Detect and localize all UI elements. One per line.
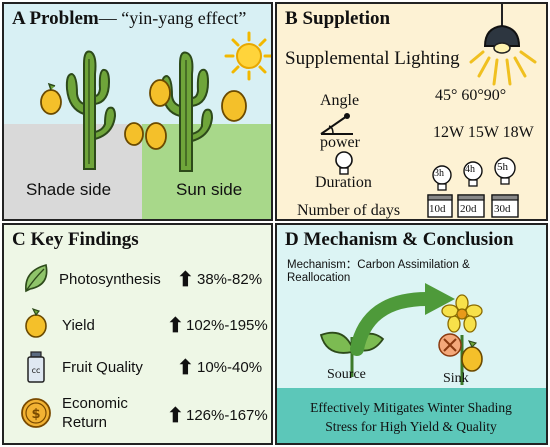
duration-bulb-icon (494, 157, 516, 185)
economic-label: Economic (62, 395, 128, 412)
shade-side-label: Shade side (26, 180, 112, 199)
supplemental-lighting-heading: Supplemental Lighting (285, 48, 460, 69)
calendar-icon (427, 194, 453, 218)
duration-5h: 5h (497, 161, 508, 173)
photosynthesis-label: Photosynthesis (59, 271, 161, 288)
panel-c: C Key Findings Photosynthesis ⬆ 38%-82% … (2, 223, 273, 445)
shade-ground (4, 124, 142, 219)
coin-symbol: $ (31, 407, 40, 422)
angle-values: 45° 60°90° (435, 87, 507, 104)
fruit-quality-value: 10%-40% (197, 359, 263, 376)
mechanism-line-1: Mechanism：Carbon Assimilation & (287, 259, 470, 271)
sun-cactus-icon (124, 51, 247, 172)
transport-arrow-icon (350, 283, 455, 356)
flower-fruit-icon (438, 294, 483, 385)
panel-a-title: A Problem— “yin-yang effect” (12, 8, 247, 29)
fruit-quality-label: Fruit Quality (62, 359, 143, 376)
sun-icon (224, 31, 271, 81)
angle-label: Angle (320, 92, 360, 109)
power-label: power (320, 134, 360, 151)
increase-arrow-icon: ⬆ (167, 315, 184, 337)
power-values: 12W 15W 18W (433, 124, 534, 141)
shade-cactus-icon (40, 50, 117, 170)
days-30d: 30d (494, 203, 511, 215)
duration-4h: 4h (465, 164, 475, 175)
yield-value: 102%-195% (186, 317, 268, 334)
panel-d-title: D Mechanism & Conclusion (285, 229, 514, 250)
lamp-icon (469, 4, 537, 86)
leaf-icon (25, 264, 48, 293)
duration-label: Duration (315, 174, 372, 191)
calendar-icon (457, 194, 485, 218)
bottle-icon: cc (27, 351, 45, 383)
mechanism-line-2: Reallocation (287, 272, 351, 284)
bottle-label: cc (32, 366, 41, 375)
sink-label: Sink (443, 371, 469, 386)
panel-d: D Mechanism & Conclusion Mechanism：Carbo… (275, 223, 548, 445)
fruit-icon (25, 307, 47, 338)
panel-b: B Suppletion Supplemental Lighting Angle… (275, 2, 548, 221)
conclusion-line-1: Effectively Mitigates Winter Shading (310, 400, 512, 415)
angle-icon (320, 113, 353, 135)
source-label: Source (327, 367, 366, 382)
increase-arrow-icon: ⬆ (177, 357, 194, 379)
days-20d: 20d (460, 203, 477, 215)
conclusion-box: Effectively Mitigates Winter Shading Str… (277, 388, 546, 443)
panel-a: A Problem— “yin-yang effect” Shade side … (2, 2, 273, 221)
bulb-icon (335, 151, 353, 175)
economic-return-value: 126%-167% (186, 407, 268, 424)
conclusion-line-2: Stress for High Yield & Quality (325, 419, 497, 434)
sun-side-label: Sun side (176, 180, 243, 199)
return-label: Return (62, 414, 108, 431)
duration-bulb-icon (432, 165, 452, 191)
duration-bulb-icon (463, 161, 483, 187)
coin-icon: $ (21, 398, 51, 428)
increase-arrow-icon: ⬆ (177, 269, 194, 291)
panel-c-title: C Key Findings (12, 229, 139, 250)
photosynthesis-value: 38%-82% (197, 271, 263, 288)
panel-a-subtitle: — “yin-yang effect” (98, 8, 247, 28)
yield-label: Yield (62, 317, 95, 334)
number-of-days-label: Number of days (297, 202, 401, 219)
days-10d: 10d (429, 203, 446, 215)
duration-3h: 3h (434, 168, 444, 179)
increase-arrow-icon: ⬆ (167, 405, 184, 427)
calendar-icon (491, 194, 519, 218)
panel-b-title: B Suppletion (285, 8, 391, 29)
